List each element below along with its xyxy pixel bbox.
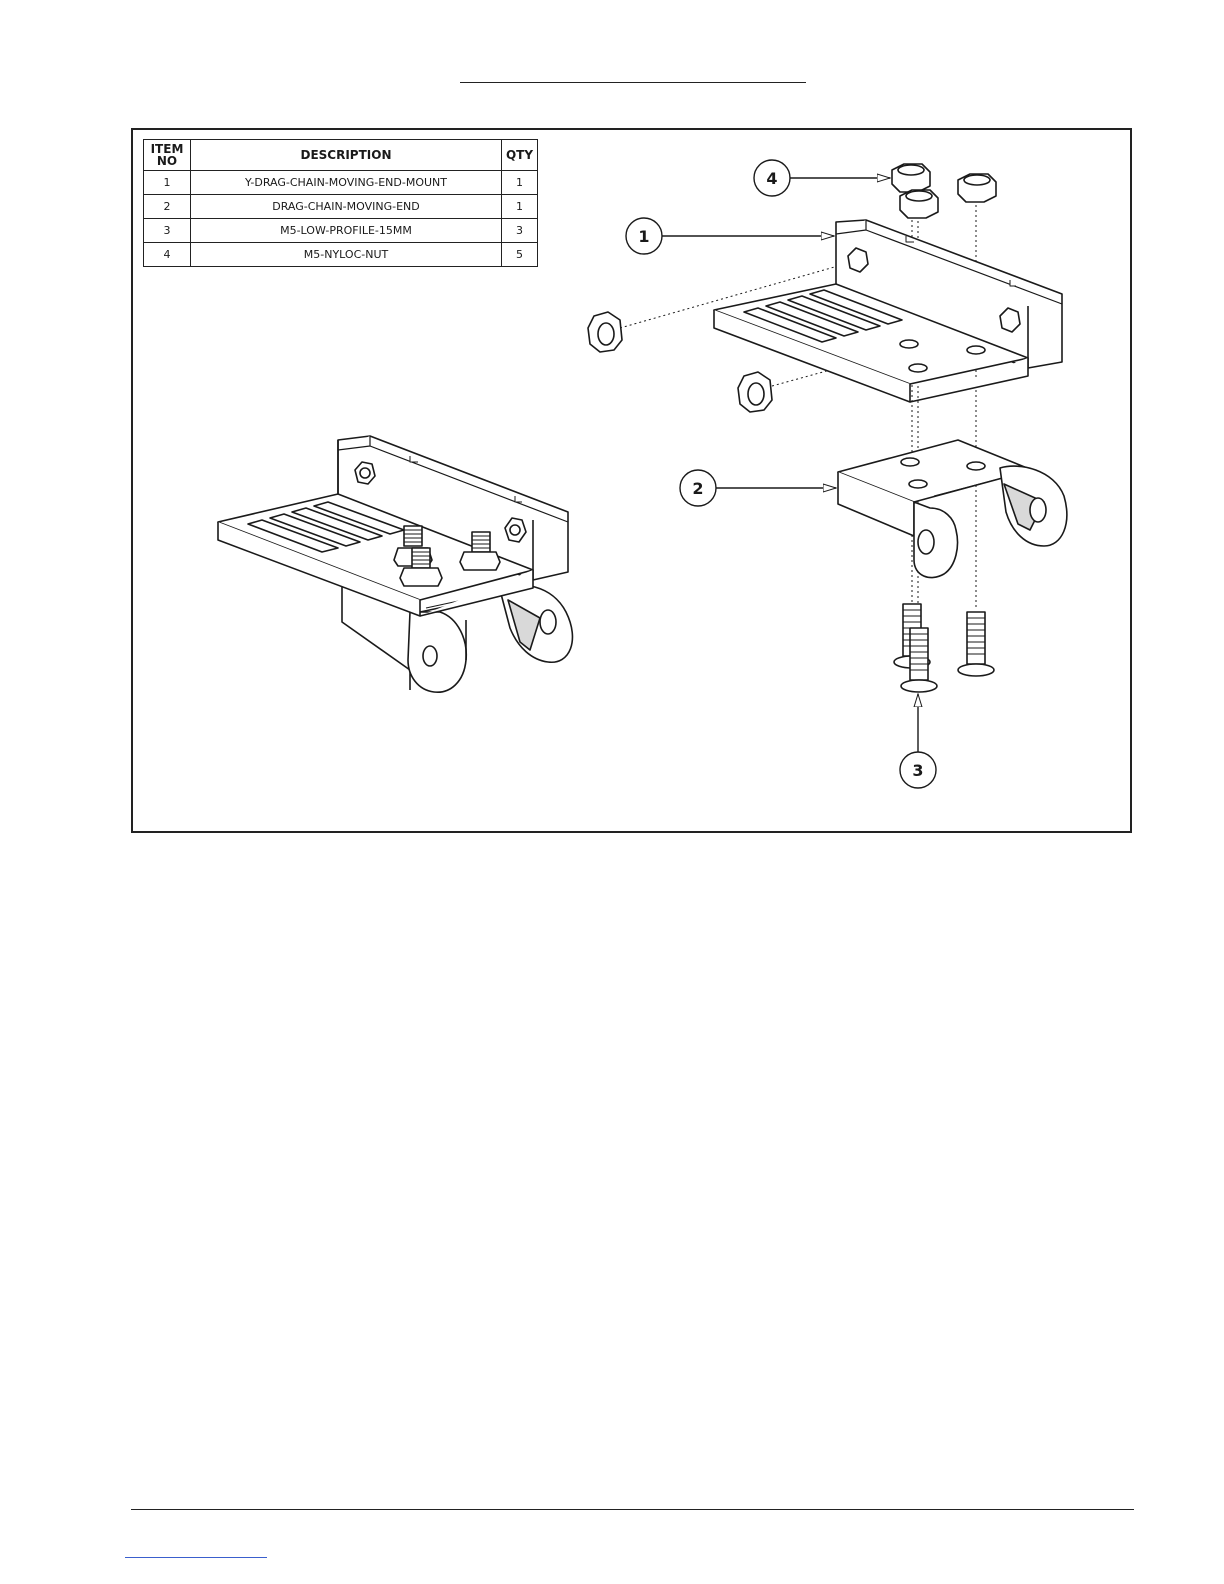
exploded-nyloc-nut — [588, 312, 622, 352]
exploded-nyloc-nut — [900, 190, 938, 218]
balloon-3-label: 3 — [912, 761, 923, 780]
balloon-4-label: 4 — [766, 169, 777, 188]
assembled-mount — [218, 436, 568, 616]
exploded-nyloc-nut — [958, 174, 996, 202]
balloon-1-label: 1 — [638, 227, 649, 246]
footer-rule — [131, 1509, 1134, 1510]
exploded-nyloc-nut — [892, 164, 930, 192]
assembled-view — [218, 436, 572, 692]
exploded-nyloc-nut — [738, 372, 772, 412]
exploded-screw — [958, 612, 994, 676]
balloon-2-label: 2 — [692, 479, 703, 498]
exploded-drag-chain-end — [838, 440, 1067, 578]
footer-link-underline — [125, 1557, 267, 1558]
exploded-mount — [714, 220, 1062, 402]
